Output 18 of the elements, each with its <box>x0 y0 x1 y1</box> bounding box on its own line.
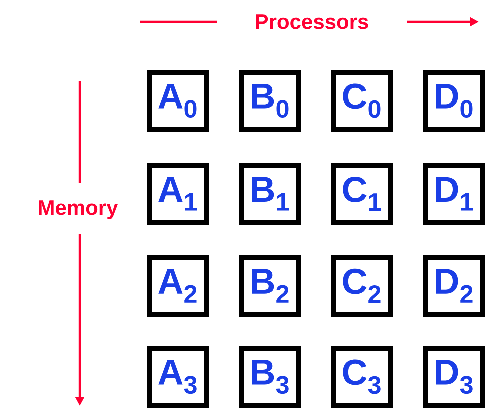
letter-box: D$_{1}$ <box>423 163 485 225</box>
letter-box: A$_{2}$ <box>147 255 209 317</box>
letter-box: B$_{2}$ <box>239 255 301 317</box>
letter-box: D$_{0}$ <box>423 70 485 132</box>
letter-box: C$_{2}$ <box>331 255 393 317</box>
letter-box: B$_{0}$ <box>239 70 301 132</box>
axis-label: Processors <box>256 14 368 30</box>
letter-box: A$_{1}$ <box>147 163 209 225</box>
letter-box: A$_{0}$ <box>147 70 209 132</box>
letter-box: B$_{1}$ <box>239 163 301 225</box>
letter-box: A$_{3}$ <box>147 346 209 408</box>
letter-box: D$_{2}$ <box>423 255 485 317</box>
letter-box: B$_{3}$ <box>239 346 301 408</box>
letter-box: C$_{1}$ <box>331 163 393 225</box>
letter-box: C$_{0}$ <box>331 70 393 132</box>
letter-box: D$_{3}$ <box>423 346 485 408</box>
letter-box: C$_{3}$ <box>331 346 393 408</box>
axis-label: Memory <box>39 200 118 220</box>
